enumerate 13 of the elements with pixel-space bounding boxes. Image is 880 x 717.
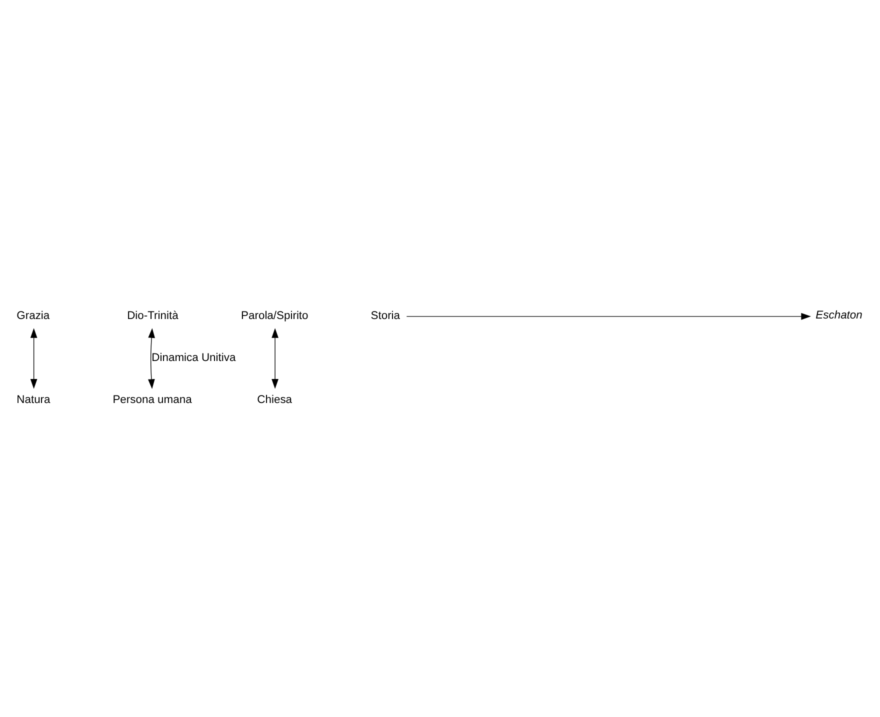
arrow: [30, 328, 38, 389]
arrow: [406, 312, 811, 320]
node-text: Persona umana: [112, 394, 192, 406]
arrow: [148, 328, 155, 389]
node-text: Storia: [370, 310, 400, 322]
arrow: [272, 328, 278, 389]
node-text: Dio-Trinità: [127, 310, 178, 322]
edge-label: Dinamica Unitiva: [152, 352, 236, 364]
node-text: Chiesa: [257, 394, 292, 406]
node-text: Parola/Spirito: [241, 310, 308, 322]
node-text: Eschaton: [816, 309, 862, 322]
node-text: Natura: [16, 394, 50, 406]
node-text: Grazia: [16, 310, 50, 322]
